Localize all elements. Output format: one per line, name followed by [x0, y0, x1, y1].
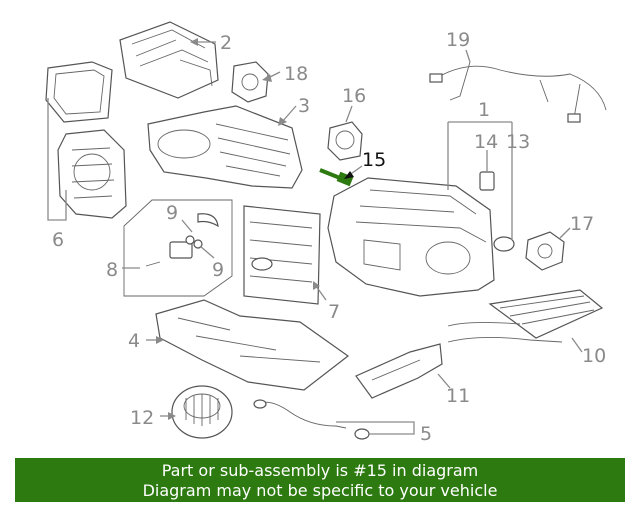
- callout-10[interactable]: 10: [582, 345, 606, 367]
- callout-9-lower[interactable]: 9: [212, 259, 224, 281]
- callout-9-upper[interactable]: 9: [166, 202, 178, 224]
- callout-8[interactable]: 8: [106, 259, 118, 281]
- part-19-wiring-harness: [429, 61, 607, 123]
- part-7-evaporator: [243, 205, 321, 305]
- callout-12[interactable]: 12: [130, 407, 154, 429]
- leader-lines: [47, 38, 583, 435]
- callout-6[interactable]: 6: [52, 229, 64, 251]
- part-16-motor: [327, 121, 363, 161]
- callout-17[interactable]: 17: [570, 213, 594, 235]
- part-18-actuator: [231, 61, 269, 103]
- part-2-housing-cover: [119, 21, 219, 99]
- callout-14[interactable]: 14: [474, 131, 498, 153]
- banner-line-1: Part or sub-assembly is #15 in diagram: [161, 461, 479, 480]
- callout-13[interactable]: 13: [506, 131, 530, 153]
- callout-2[interactable]: 2: [220, 32, 232, 54]
- part-13-sensor: [493, 236, 515, 252]
- part-4-lower-case: [155, 299, 350, 391]
- part-11-duct: [355, 343, 443, 399]
- part-5-drain-hose: [253, 399, 370, 440]
- callout-1[interactable]: 1: [478, 99, 490, 121]
- part-10-heater-core: [447, 289, 604, 343]
- part-3-upper-case: [147, 105, 303, 189]
- part-17-actuator: [525, 231, 565, 271]
- callout-labels: 1 2 3 4 5 6 7 8 9 9 10 11 12 13 14 15 16…: [52, 29, 606, 445]
- callout-15[interactable]: 15: [362, 149, 386, 171]
- exploded-view-drawing: 1 2 3 4 5 6 7 8 9 9 10 11 12 13 14 15 16…: [45, 21, 607, 445]
- info-banner: Part or sub-assembly is #15 in diagram D…: [15, 458, 625, 502]
- callout-11[interactable]: 11: [446, 385, 470, 407]
- callout-16[interactable]: 16: [342, 85, 366, 107]
- callout-18[interactable]: 18: [284, 63, 308, 85]
- banner-line-2: Diagram may not be specific to your vehi…: [142, 481, 498, 500]
- callout-5[interactable]: 5: [420, 423, 432, 445]
- part-1-hvac-module: [327, 177, 495, 297]
- callout-3[interactable]: 3: [298, 95, 310, 117]
- callout-4[interactable]: 4: [128, 330, 140, 352]
- part-14-sensor: [479, 171, 495, 191]
- callout-19[interactable]: 19: [446, 29, 470, 51]
- inset-parts-8-9: [123, 199, 233, 297]
- callout-7[interactable]: 7: [328, 301, 340, 323]
- part-12-blower-motor: [171, 385, 233, 439]
- part-15-highlighted[interactable]: [319, 168, 354, 187]
- part-6-cabin-filter: [45, 61, 127, 219]
